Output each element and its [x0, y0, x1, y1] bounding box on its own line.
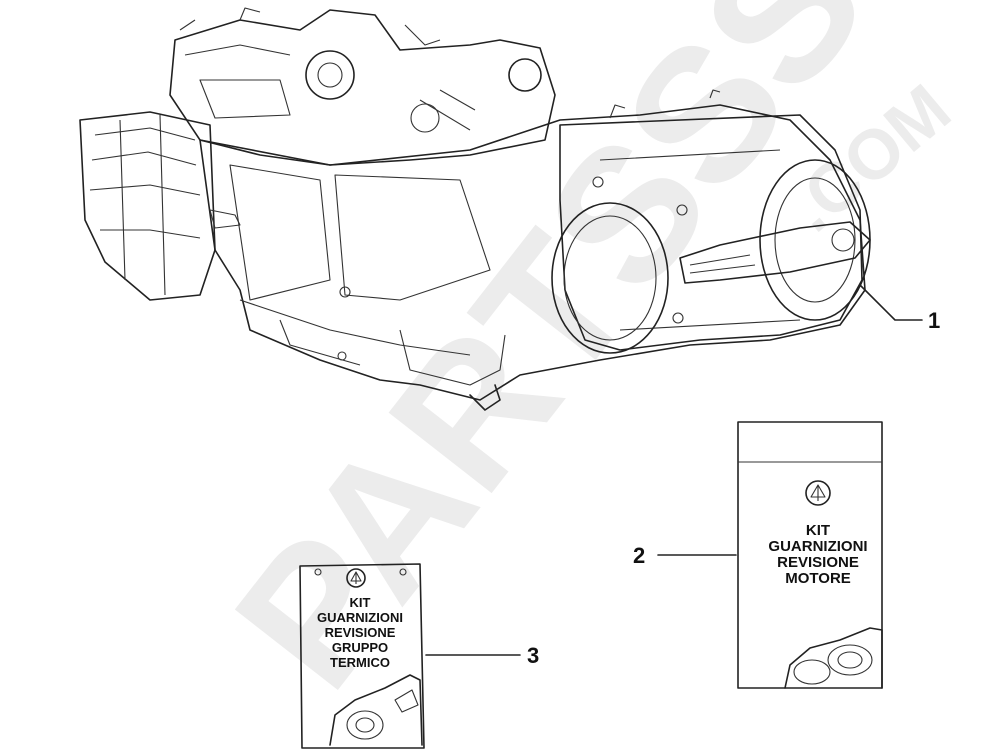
watermark: PARTSSS: [195, 0, 906, 725]
kit-engine-gasket[interactable]: KIT GUARNIZIONI REVISIONE MOTORE: [737, 421, 883, 689]
callout-1-number: 1: [928, 308, 940, 333]
kit-cylinder-gasket[interactable]: KIT GUARNIZIONI REVISIONE GRUPPO TERMICO: [299, 563, 425, 749]
kit-cylinder-line-5: TERMICO: [330, 655, 390, 670]
callout-2[interactable]: 2: [633, 543, 737, 568]
kit-cylinder-line-4: GRUPPO: [332, 640, 388, 655]
callout-3-number: 3: [527, 643, 539, 668]
kit-cylinder-line-1: KIT: [350, 595, 371, 610]
kit-cylinder-line-3: REVISIONE: [325, 625, 396, 640]
gasket-sketch: [329, 674, 423, 746]
piaggio-logo-icon: [346, 568, 366, 588]
watermark-main: PARTSSS: [195, 0, 906, 725]
callout-2-number: 2: [633, 543, 645, 568]
callout-3[interactable]: 3: [425, 643, 539, 668]
kit-engine-line-4: MOTORE: [785, 570, 851, 587]
kit-engine-line-3: REVISIONE: [777, 554, 859, 571]
kit-engine-line-1: KIT: [806, 522, 830, 539]
callout-1[interactable]: 1: [859, 284, 940, 333]
kit-cylinder-line-2: GUARNIZIONI: [317, 610, 403, 625]
engine-drawing[interactable]: [79, 7, 871, 411]
kit-engine-line-2: GUARNIZIONI: [768, 538, 867, 555]
piaggio-logo-icon: [805, 480, 831, 506]
gasket-sketch: [784, 627, 883, 689]
